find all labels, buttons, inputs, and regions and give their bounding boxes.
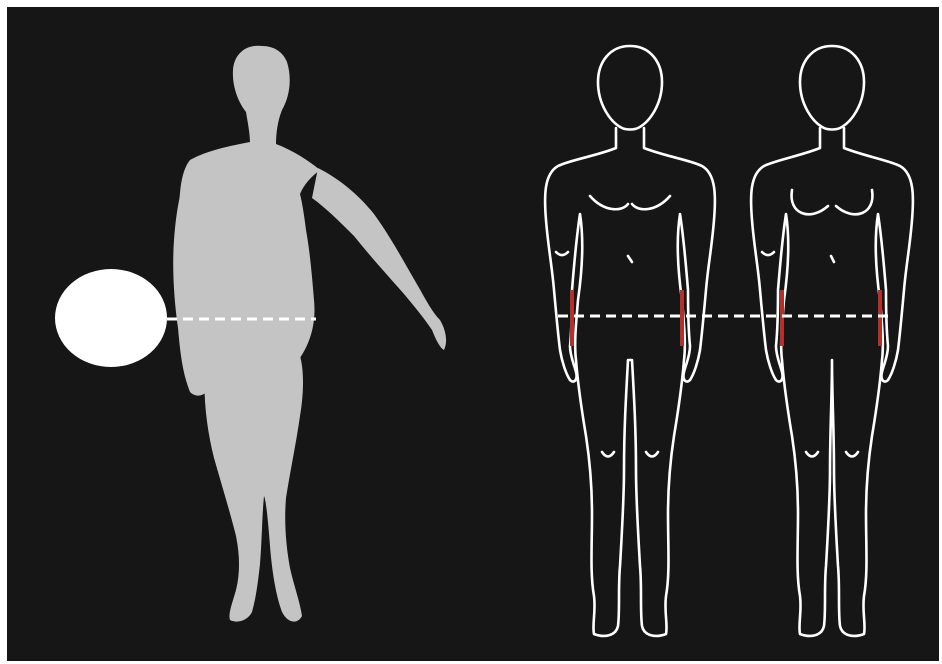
hip-marker-oval — [55, 269, 167, 367]
